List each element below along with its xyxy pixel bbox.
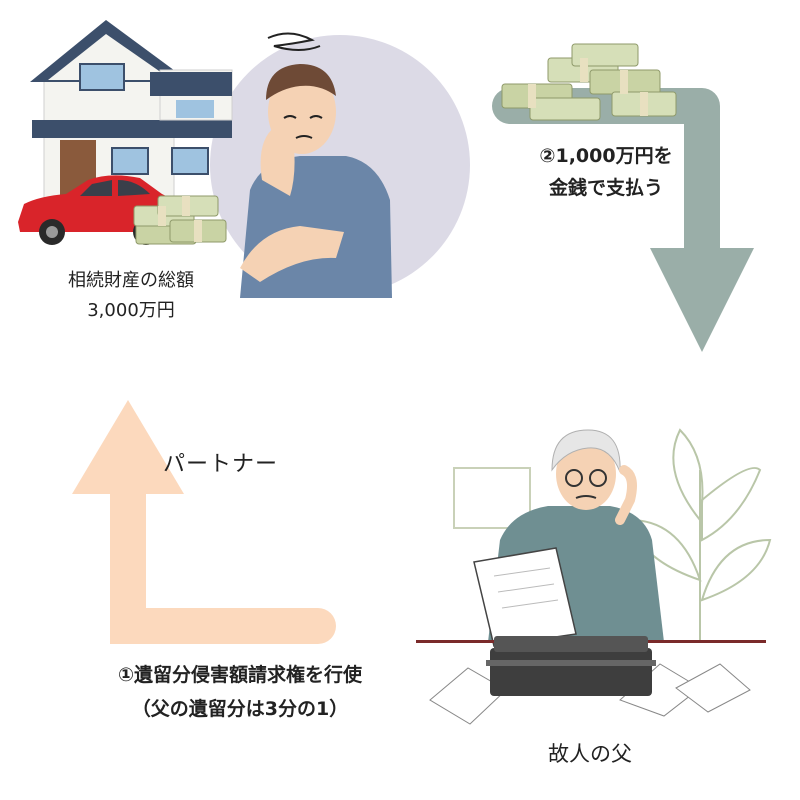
deceased-father-label: 故人の父: [548, 742, 632, 766]
payment-step-line1: ②1,000万円を: [539, 145, 673, 167]
typewriter-icon: [486, 636, 656, 696]
money-pile-icon: [501, 43, 677, 121]
document-icon: [473, 547, 577, 647]
claim-arrow: [72, 400, 336, 644]
wall-frame: [453, 467, 531, 529]
estate-label-line2: 3,000万円: [87, 300, 175, 321]
estate-label-line1: 相続財産の総額: [68, 270, 194, 291]
payment-step-line2: 金銭で支払う: [548, 177, 663, 199]
partner-label: パートナー: [163, 452, 279, 477]
claim-step-line2: （父の遺留分は3分の1）: [131, 698, 349, 720]
money-stack-icon: [133, 195, 227, 245]
claim-step-line1: ①遺留分侵害額請求権を行使: [117, 664, 363, 686]
worried-person-icon: [240, 32, 392, 298]
payment-step-label: ②1,000万円を 金銭で支払う: [496, 140, 716, 204]
papers-on-desk: [429, 663, 751, 725]
claim-step-label: ①遺留分侵害額請求権を行使 （父の遺留分は3分の1）: [70, 658, 410, 726]
estate-total-label: 相続財産の総額 3,000万円: [26, 266, 236, 326]
